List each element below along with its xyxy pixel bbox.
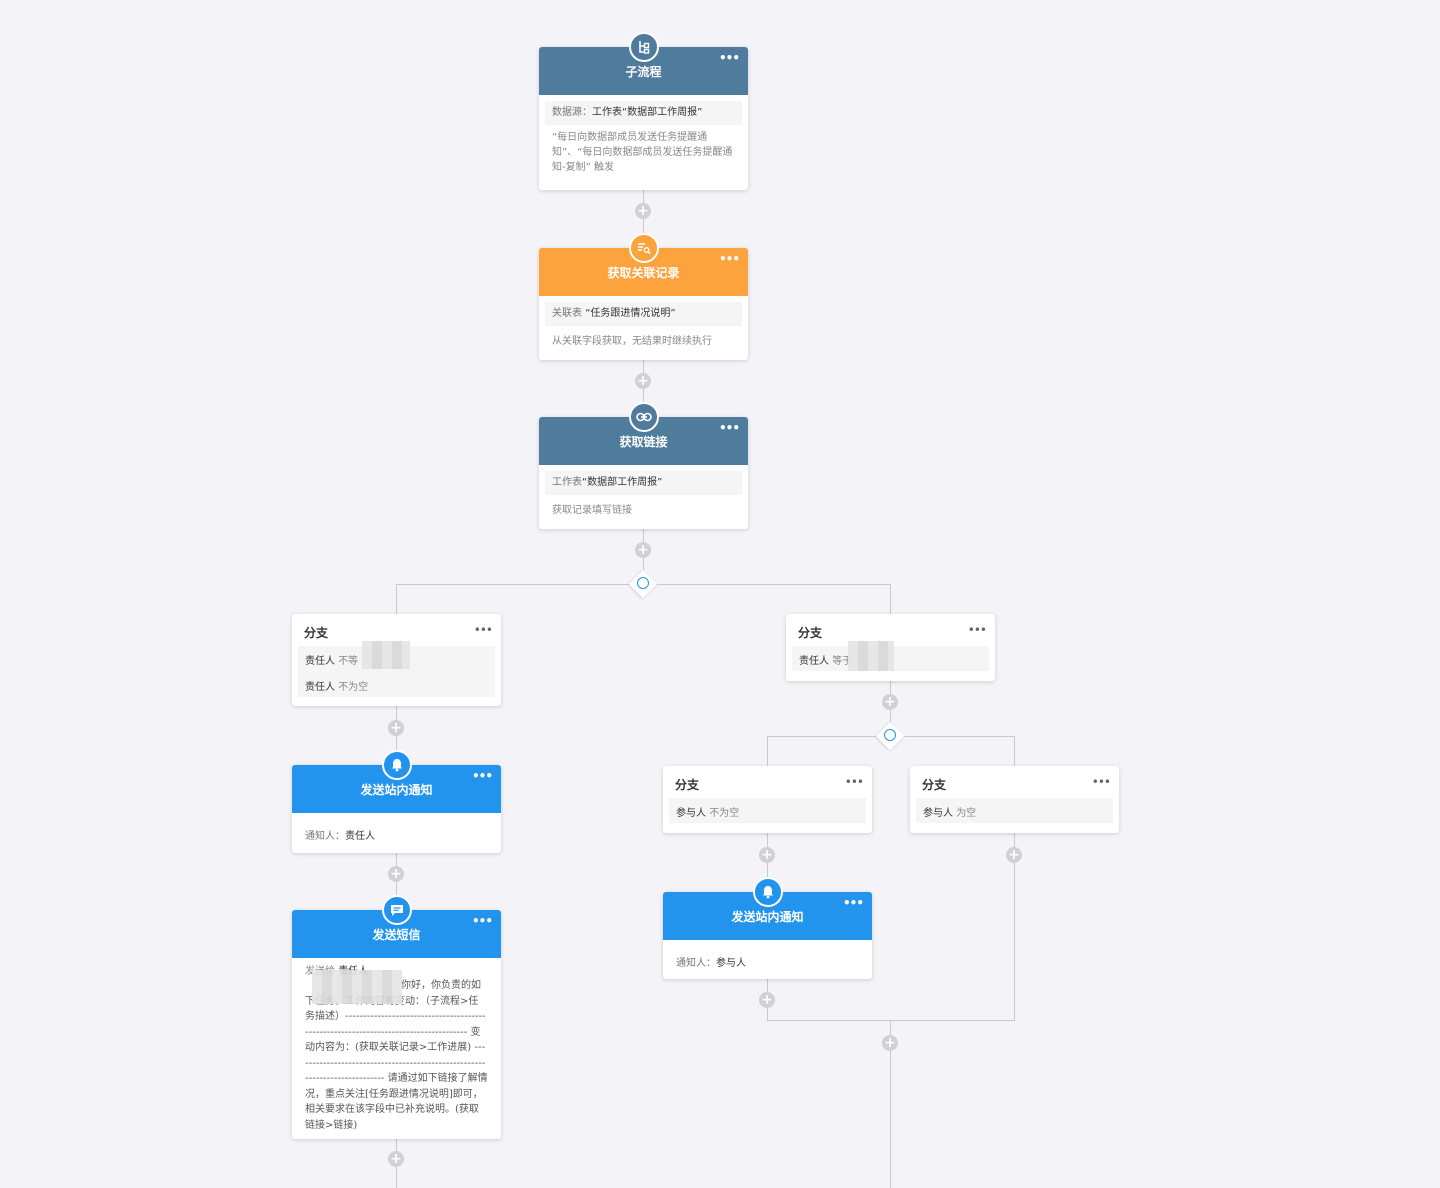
sub-branch-node-a[interactable]: 分支 ••• 参与人 不为空 (663, 766, 872, 833)
branch-title: 分支 (922, 778, 947, 792)
add-node-button[interactable]: + (882, 694, 898, 710)
node-title: 发送站内通知 (360, 782, 433, 797)
condition-box (669, 798, 866, 823)
more-horizontal-icon[interactable]: ••• (471, 769, 493, 783)
condition-box (916, 798, 1113, 823)
more-horizontal-icon[interactable]: ••• (718, 51, 740, 65)
notify-recipient: 通知人：责任人 (292, 813, 501, 856)
condition-operator: 不等 (338, 656, 359, 667)
node-title: 发送短信 (372, 927, 421, 942)
add-node-button[interactable]: + (759, 847, 775, 863)
add-node-button[interactable]: + (635, 203, 651, 219)
connector (396, 584, 397, 614)
add-node-button[interactable]: + (1006, 847, 1022, 863)
condition-operator: 等于 (832, 656, 853, 667)
node-related-table: 关联表 “任务跟进情况说明” (545, 302, 742, 326)
add-node-button[interactable]: + (388, 1151, 404, 1167)
search-list-icon (628, 233, 659, 263)
redacted-value (848, 641, 894, 671)
table-label: 关联表 (552, 308, 582, 319)
add-node-button[interactable]: + (882, 1035, 898, 1051)
more-horizontal-icon[interactable]: ••• (471, 914, 493, 928)
condition-operator: 不为空 (709, 808, 740, 819)
more-horizontal-icon[interactable]: ••• (718, 252, 740, 266)
condition-field: 责任人 (305, 682, 335, 693)
condition-field: 责任人 (305, 656, 335, 667)
connector (1014, 833, 1015, 1021)
sub-branch-node-b[interactable]: 分支 ••• 参与人 为空 (910, 766, 1119, 833)
node-worksheet: 工作表“数据部工作周报” (545, 471, 742, 495)
source-value: 工作表“数据部工作周报” (592, 107, 703, 118)
node-title: 获取链接 (619, 434, 668, 449)
condition-operator: 为空 (956, 808, 977, 819)
branch-node-right[interactable]: 分支 ••• 责任人 等于 (786, 614, 995, 681)
condition-field: 参与人 (923, 808, 953, 819)
table-label: 工作表 (552, 477, 582, 488)
condition-operator: 不为空 (338, 682, 369, 693)
branch-title: 分支 (304, 626, 329, 640)
node-title: 子流程 (625, 64, 662, 79)
node-description: 从关联字段获取，无结果时继续执行 (552, 336, 712, 347)
condition-row: 责任人 等于 (799, 652, 852, 667)
recipient-label: 通知人： (305, 831, 345, 842)
condition-row: 责任人 不等 (305, 652, 358, 667)
more-horizontal-icon[interactable]: ••• (844, 775, 864, 789)
node-title: 获取关联记录 (607, 265, 680, 280)
send-sms-node[interactable]: 发送短信 ••• 发送给 责任人 你好，你负责的如下任务，工作内容有变动：（子流… (292, 895, 501, 1139)
table-value: “数据部工作周报” (582, 477, 663, 488)
condition-row: 参与人 不为空 (676, 804, 739, 819)
condition-row: 责任人 不为空 (305, 678, 368, 693)
notify-recipient: 通知人：参与人 (663, 940, 872, 983)
condition-field: 参与人 (676, 808, 706, 819)
recipient-label: 通知人： (676, 958, 716, 969)
branch-node-left[interactable]: 分支 ••• 责任人 不等 责任人 不为空 (292, 614, 501, 706)
branch-title: 分支 (798, 626, 823, 640)
connector (890, 584, 891, 614)
node-description: 获取记录填写链接 (552, 505, 632, 516)
branch-title: 分支 (675, 778, 700, 792)
get-related-records-node[interactable]: 获取关联记录 ••• 关联表 “任务跟进情况说明” 从关联字段获取，无结果时继续… (539, 233, 748, 360)
add-node-button[interactable]: + (759, 992, 775, 1008)
more-horizontal-icon[interactable]: ••• (1091, 775, 1111, 789)
message-icon (381, 895, 412, 925)
connector (767, 736, 768, 766)
add-node-button[interactable]: + (635, 373, 651, 389)
more-horizontal-icon[interactable]: ••• (967, 623, 987, 637)
redacted-value (362, 641, 410, 669)
add-node-button[interactable]: + (388, 720, 404, 736)
bell-icon (752, 877, 783, 907)
table-value: “任务跟进情况说明” (585, 308, 676, 319)
recipient-value: 责任人 (345, 831, 375, 842)
branch-gateway-dot (637, 577, 649, 589)
more-horizontal-icon[interactable]: ••• (718, 421, 740, 435)
subflow-icon (628, 32, 659, 62)
more-horizontal-icon[interactable]: ••• (473, 623, 493, 637)
sub-branch-gateway-dot (884, 729, 896, 741)
condition-row: 参与人 为空 (923, 804, 976, 819)
source-label: 数据源： (552, 107, 592, 118)
sub-branch-merge-line (767, 1020, 1015, 1021)
more-horizontal-icon[interactable]: ••• (842, 896, 864, 910)
subflow-node[interactable]: 子流程 ••• 数据源：工作表“数据部工作周报” “每日向数据部成员发送任务提醒… (539, 32, 748, 190)
send-notification-node[interactable]: 发送站内通知 ••• 通知人：责任人 (292, 750, 501, 856)
bell-icon (381, 750, 412, 780)
add-node-button[interactable]: + (635, 542, 651, 558)
connector (1014, 736, 1015, 766)
condition-field: 责任人 (799, 656, 829, 667)
connector (890, 1020, 891, 1188)
node-description: “每日向数据部成员发送任务提醒通知”、“每日向数据部成员发送任务提醒通知-复制”… (552, 132, 733, 173)
recipient-value: 参与人 (716, 958, 746, 969)
get-link-node[interactable]: 获取链接 ••• 工作表“数据部工作周报” 获取记录填写链接 (539, 402, 748, 529)
node-title: 发送站内通知 (731, 909, 804, 924)
send-notification-node[interactable]: 发送站内通知 ••• 通知人：参与人 (663, 877, 872, 979)
node-source: 数据源：工作表“数据部工作周报” (545, 101, 742, 125)
link-icon (628, 402, 659, 432)
add-node-button[interactable]: + (388, 866, 404, 882)
redacted-value (312, 970, 402, 1004)
connector (643, 190, 644, 248)
